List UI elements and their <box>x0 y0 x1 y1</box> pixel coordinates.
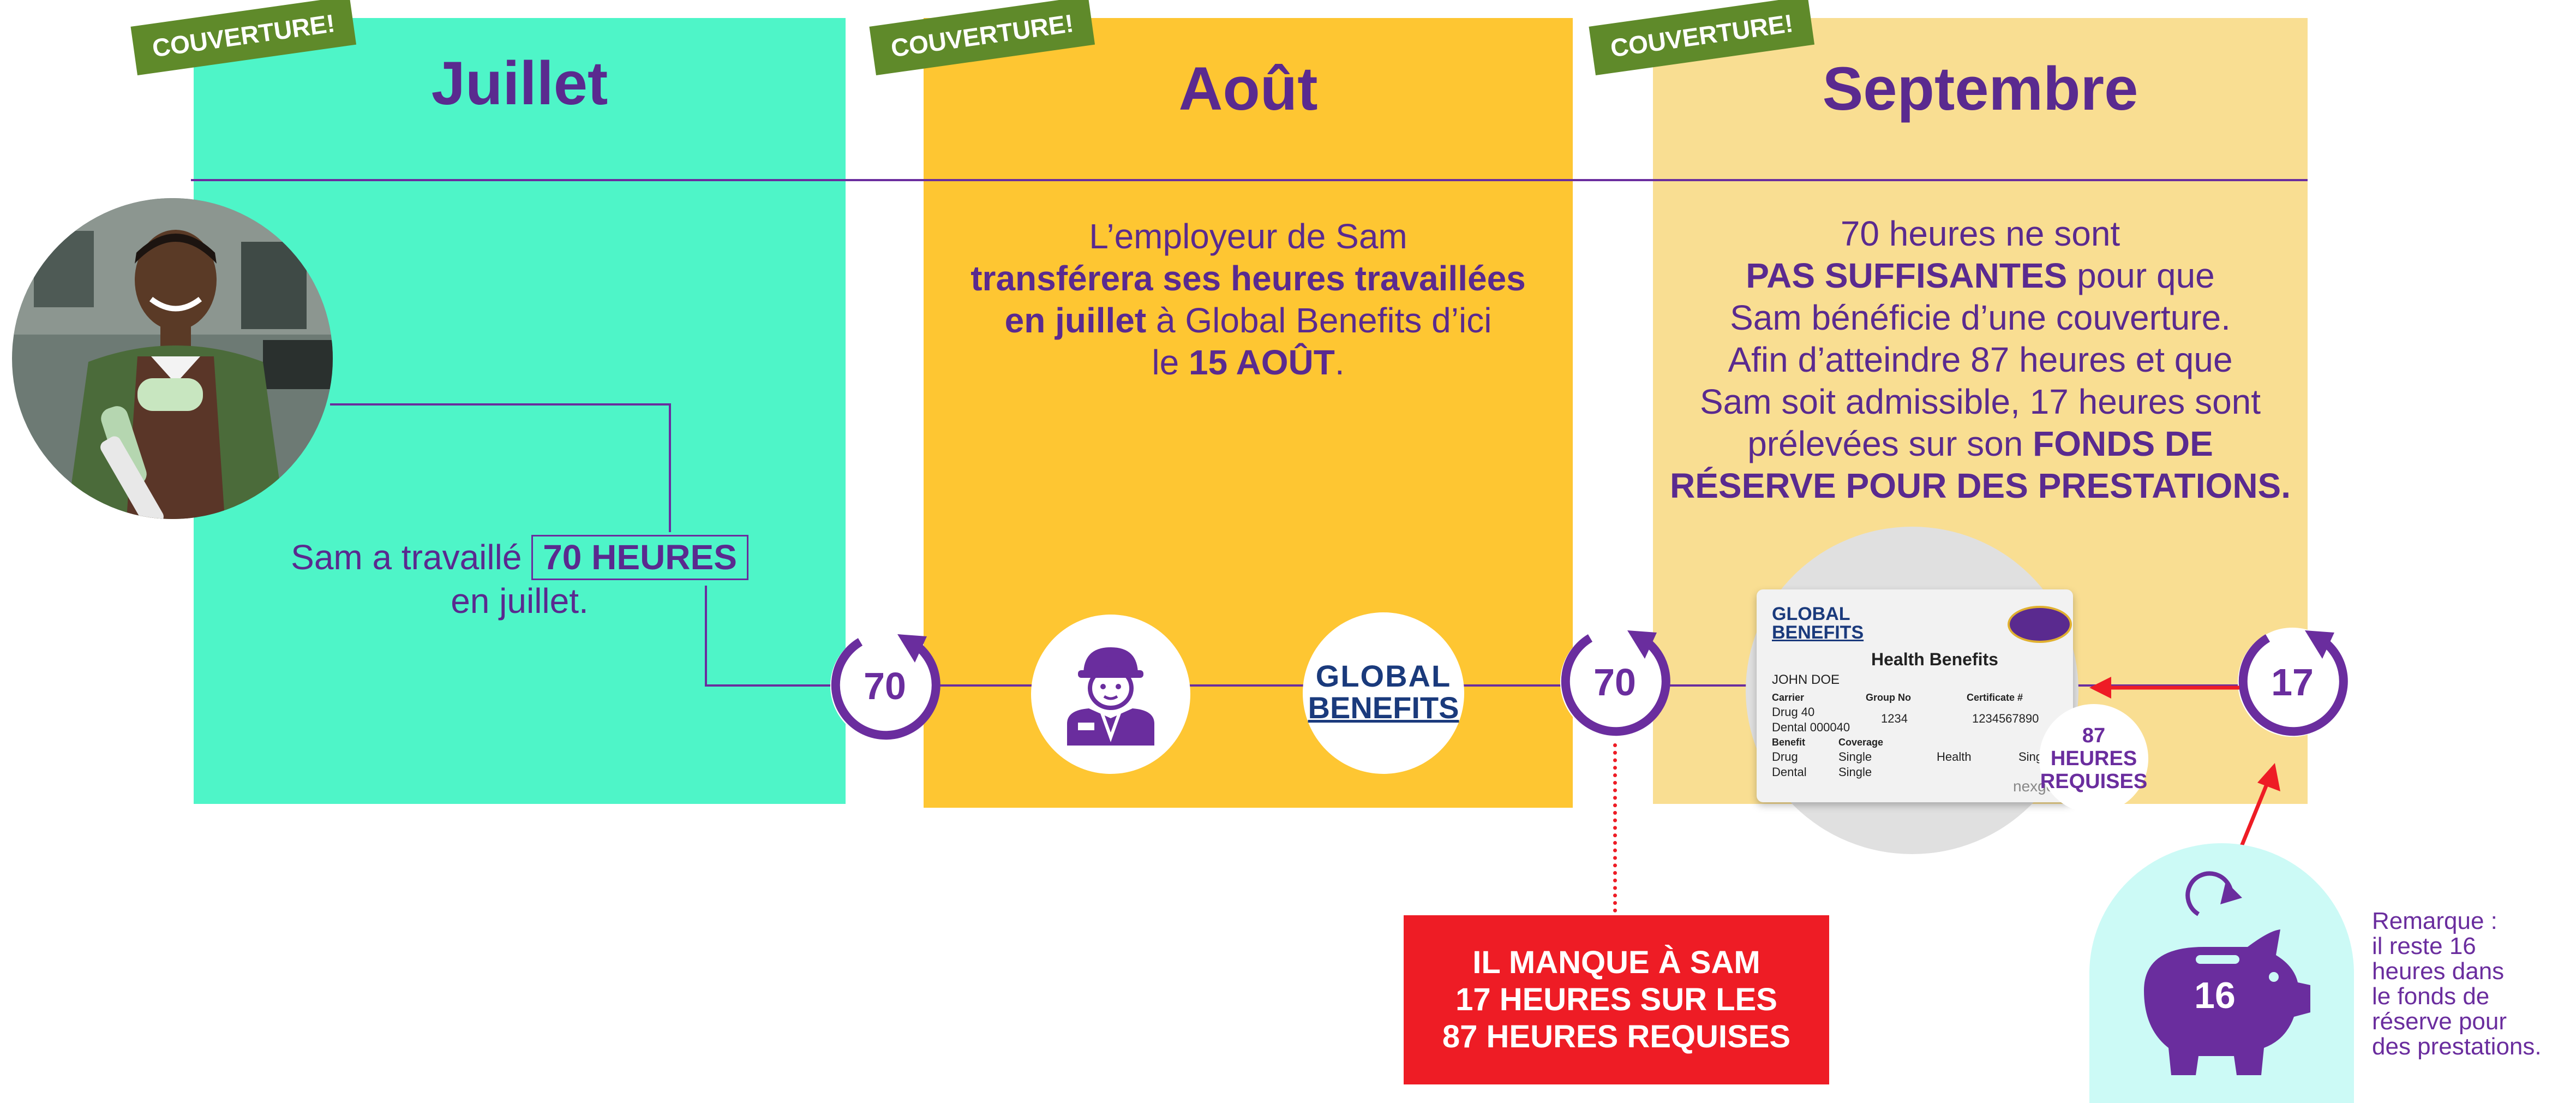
july-text-line2: en juillet. <box>451 581 589 621</box>
counter-value: 70 <box>1593 661 1636 703</box>
card-drug: Drug 40 <box>1772 705 1815 719</box>
missing-l2: 17 HEURES SUR LES <box>1455 982 1777 1017</box>
july-text: Sam a travaillé 70 HEURES en juillet. <box>194 535 846 622</box>
september-l4: Afin d’atteindre 87 heures et que <box>1728 340 2233 379</box>
global-benefits-logo: GLOBAL BENEFITS <box>1303 660 1464 724</box>
missing-l3: 87 HEURES REQUISES <box>1442 1019 1791 1054</box>
note-l5: réserve pour <box>2372 1008 2507 1035</box>
september-l3: Sam bénéficie d’une couverture. <box>1730 298 2231 337</box>
piggy-value: 16 <box>2194 975 2236 1016</box>
card-dental2: Dental <box>1772 765 1807 779</box>
august-bold2: en juillet <box>1004 301 1147 340</box>
note-l4: le fonds de <box>2372 983 2490 1010</box>
month-title-july: Juillet <box>431 49 608 117</box>
health-benefits-card: GLOBAL BENEFITS Health Benefits JOHN DOE… <box>1757 589 2073 802</box>
august-text: L’employeur de Sam transférera ses heure… <box>924 216 1573 384</box>
counter-70-first: 70 <box>828 629 942 743</box>
september-bold3: RÉSERVE POUR DES PRESTATIONS. <box>1670 466 2291 505</box>
arrow-to-card <box>2089 677 2239 699</box>
worker-person-icon <box>1067 647 1154 746</box>
dotted-connector <box>1613 743 1617 913</box>
august-bold1: transférera ses heures travaillées <box>971 259 1526 298</box>
connector-photo-h <box>330 403 671 406</box>
card-logo: GLOBAL BENEFITS <box>1772 605 1864 642</box>
card-name: JOHN DOE <box>1772 672 1840 687</box>
card-logo-l2: BENEFITS <box>1772 622 1864 643</box>
card-dental: Dental 000040 <box>1772 720 1850 734</box>
piggy-bank-icon <box>2144 871 2310 1075</box>
september-bold1: PAS SUFFISANTES <box>1746 256 2068 295</box>
global-benefits-circle: GLOBAL BENEFITS <box>1303 612 1464 774</box>
august-date: 15 AOÛT <box>1188 343 1335 382</box>
missing-hours-box: IL MANQUE À SAM 17 HEURES SUR LES 87 HEU… <box>1404 915 1829 1084</box>
connector-photo-v <box>669 403 671 532</box>
card-cert-no: 1234567890 <box>1972 712 2039 725</box>
counter-70-second: 70 <box>1557 625 1672 740</box>
september-l6: prélevées sur son <box>1747 424 2033 463</box>
month-title-september: Septembre <box>1822 55 2138 123</box>
sam-photo <box>12 198 333 519</box>
september-l5: Sam soit admissible, 17 heures sont <box>1699 382 2261 421</box>
hours-highlight: 70 HEURES <box>531 535 748 580</box>
connector-hours-v <box>705 586 707 685</box>
september-l2: pour que <box>2067 256 2215 295</box>
august-line4-suffix: . <box>1334 343 1345 382</box>
required-l1: 87 HEURES <box>2050 724 2137 770</box>
september-l1: 70 heures ne sont <box>1840 214 2120 253</box>
august-line1: L’employeur de Sam <box>1089 217 1407 256</box>
card-coverage: Coverage <box>1838 737 1884 748</box>
required-l2: REQUISES <box>2040 770 2148 793</box>
card-col2: Group No <box>1866 692 1911 703</box>
counter-17: 17 <box>2235 625 2350 740</box>
counter-value: 70 <box>864 665 906 707</box>
card-seal <box>2008 606 2072 643</box>
header-divider <box>191 179 2308 181</box>
card-col1: Carrier <box>1772 692 1805 703</box>
card-logo-l1: GLOBAL <box>1772 604 1850 624</box>
card-col3: Certificate # <box>1967 692 2023 703</box>
missing-l1: IL MANQUE À SAM <box>1472 945 1760 980</box>
card-drug2: Drug <box>1772 750 1798 764</box>
card-health: Health <box>1937 750 1972 764</box>
counter-value: 17 <box>2271 661 2314 703</box>
card-benefit: Benefit <box>1772 737 1806 748</box>
timeline-line <box>705 684 2341 687</box>
employer-circle <box>1031 615 1190 774</box>
august-line3: à Global Benefits d’ici <box>1146 301 1492 340</box>
september-text: 70 heures ne sont PAS SUFFISANTES pour q… <box>1653 213 2308 507</box>
piggy-circle: 16 <box>2089 843 2354 1103</box>
august-line4-prefix: le <box>1152 343 1189 382</box>
card-group-no: 1234 <box>1881 712 1908 725</box>
september-bold2: FONDS DE <box>2033 424 2213 463</box>
note-l6: des prestations. <box>2372 1033 2542 1060</box>
august-panel: Août <box>924 18 1573 808</box>
july-text-line1: Sam a travaillé <box>291 538 522 577</box>
card-single1: Single <box>1838 750 1872 764</box>
required-hours-badge: 87 HEURES REQUISES <box>2039 704 2148 813</box>
circular-arrow-icon <box>830 631 940 741</box>
card-title: Health Benefits <box>1871 649 1998 669</box>
note-l3: heures dans <box>2372 958 2505 985</box>
circular-arrow-icon <box>1560 628 1670 737</box>
circular-arrow-icon <box>2238 628 2348 737</box>
card-single2: Single <box>1838 765 1872 779</box>
note-l1: Remarque : <box>2372 908 2497 934</box>
logo-line2: BENEFITS <box>1308 690 1459 725</box>
reserve-note: Remarque : il reste 16 heures dans le fo… <box>2372 909 2576 1059</box>
month-title-august: Août <box>1178 55 1318 123</box>
logo-line1: GLOBAL <box>1315 659 1452 693</box>
note-l2: il reste 16 <box>2372 933 2476 959</box>
